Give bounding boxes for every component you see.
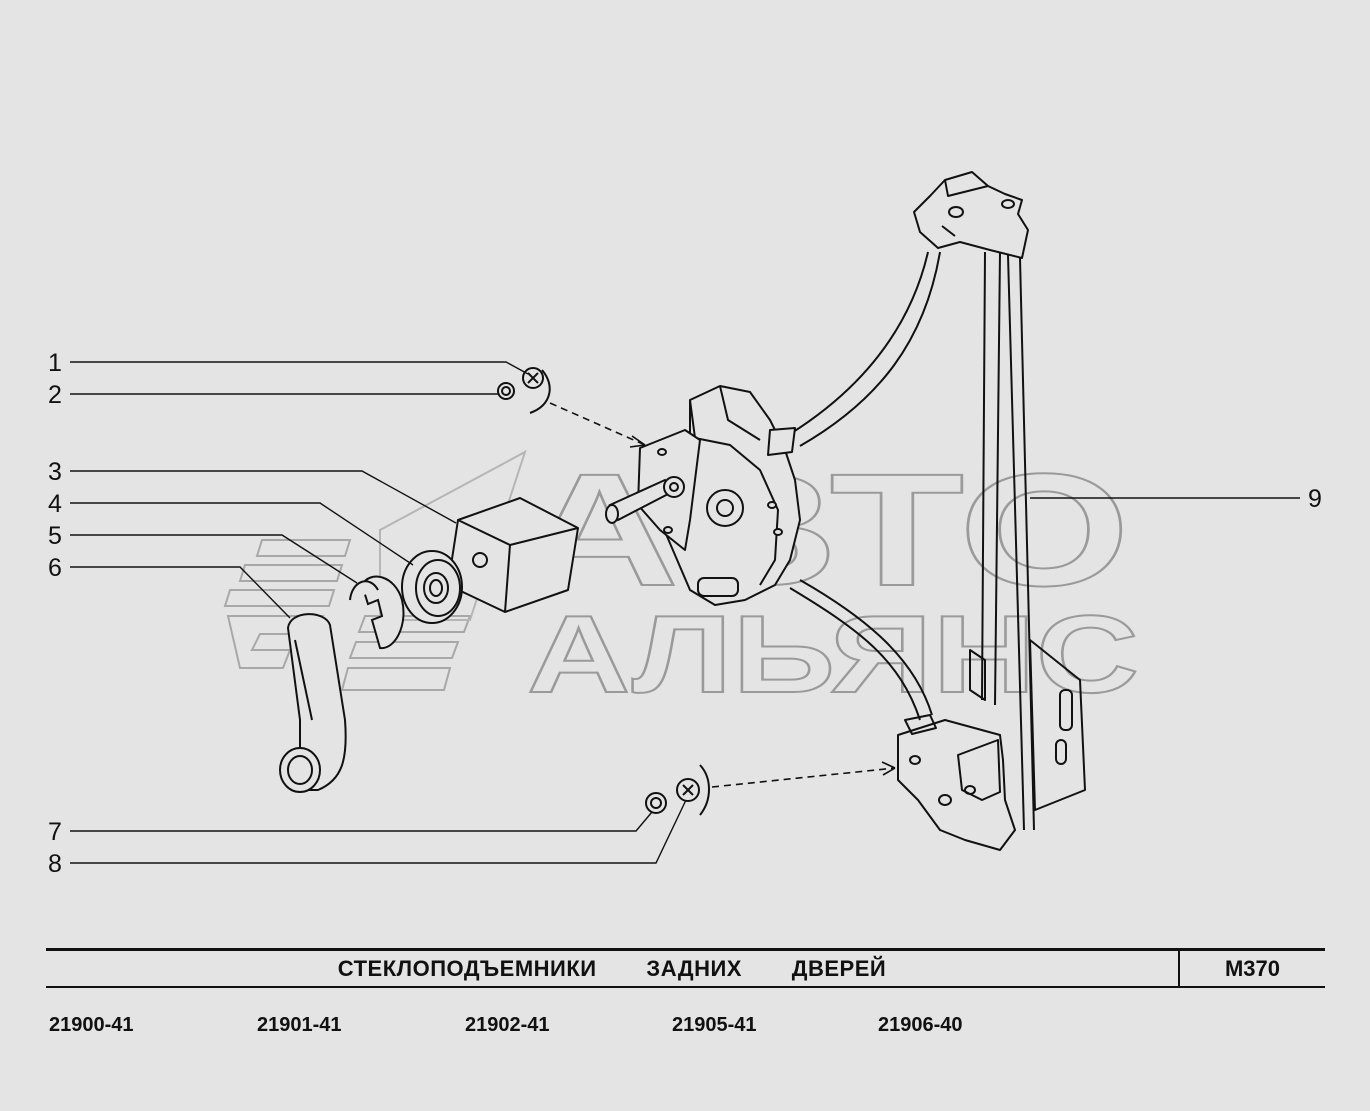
model-code: 21902-41: [465, 1014, 550, 1036]
callout-5: 5: [48, 522, 62, 550]
fasteners: [497, 367, 710, 816]
model-list: 21900-41 21901-41 21902-41 21905-41 2190…: [49, 1014, 1049, 1040]
callout-9: 9: [1308, 485, 1322, 513]
watermark-line2: АЛЬЯНС: [527, 593, 1139, 716]
title-divider: [1178, 951, 1180, 986]
model-code: 21900-41: [49, 1014, 134, 1036]
callout-6: 6: [48, 554, 62, 582]
callout-numbers: 1 2 3 4 5 6 7 8 9: [48, 349, 1322, 878]
title-block: СТЕКЛОПОДЪЕМНИКИ ЗАДНИХ ДВЕРЕЙ М370: [46, 948, 1325, 988]
part-5-spring-clip: [349, 575, 405, 650]
callout-7: 7: [48, 818, 62, 846]
diagram-title: СТЕКЛОПОДЪЕМНИКИ ЗАДНИХ ДВЕРЕЙ: [337, 955, 887, 981]
callout-2: 2: [48, 381, 62, 409]
callout-8: 8: [48, 850, 62, 878]
model-code: 21905-41: [672, 1014, 757, 1036]
callout-4: 4: [48, 490, 62, 518]
callout-leaders: [70, 361, 1300, 864]
part-4-bushing: [401, 550, 463, 624]
window-regulator-frame: [789, 171, 1086, 851]
model-code: 21901-41: [257, 1014, 342, 1036]
model-code: 21906-40: [878, 1014, 963, 1036]
assembly-arrows: [549, 402, 896, 788]
sheet-code: М370: [1224, 955, 1281, 981]
callout-3: 3: [48, 458, 62, 486]
drive-shaft: [605, 476, 685, 524]
part-6-crank-handle: [279, 613, 347, 793]
gear-housing: [637, 385, 801, 606]
callout-1: 1: [48, 349, 62, 377]
